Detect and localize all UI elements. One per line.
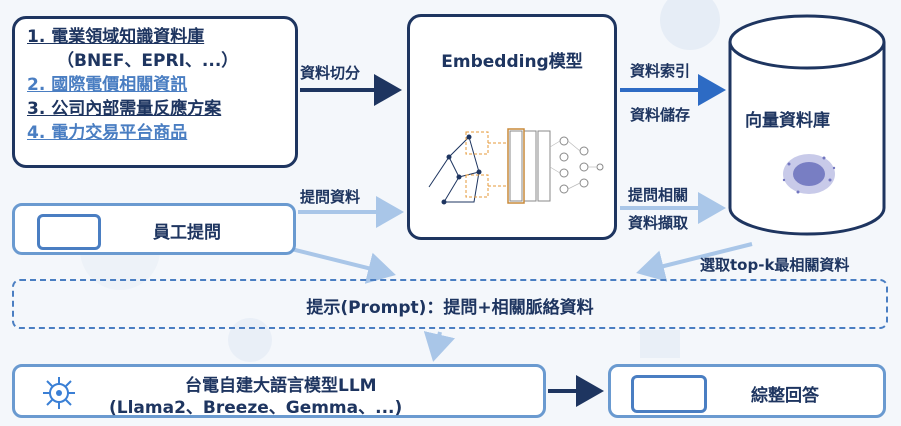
llm-box: 台電自建大語言模型LLM (Llama2、Breeze、Gemma、...) bbox=[12, 364, 546, 418]
answer-box: 綜整回答 bbox=[608, 364, 886, 418]
label-data-index: 資料索引 bbox=[630, 62, 691, 80]
label-topk: 選取top-k最相關資料 bbox=[700, 256, 850, 274]
employee-question-label: 員工提問 bbox=[153, 223, 221, 243]
source-item-1-detail: （BNEF、EPRI、...） bbox=[57, 51, 239, 71]
answer-label: 綜整回答 bbox=[751, 386, 819, 406]
label-retrieve-line1: 提問相關 bbox=[628, 186, 689, 204]
vector-database-title: 向量資料庫 bbox=[745, 111, 830, 131]
embedding-model-box: Embedding模型 bbox=[407, 14, 617, 240]
llm-models: (Llama2、Breeze、Gemma、...) bbox=[109, 398, 403, 418]
data-sources-box: 1. 電業領域知識資料庫 （BNEF、EPRI、...） 2. 國際電價相關資訊… bbox=[12, 16, 298, 168]
chat-bubble-icon bbox=[37, 214, 101, 250]
prompt-box: 提示(Prompt)：提問+相關脈絡資料 bbox=[12, 279, 888, 329]
chat-bubble-icon bbox=[631, 375, 707, 413]
label-retrieve-line2: 資料擷取 bbox=[628, 214, 689, 232]
employee-question-box: 員工提問 bbox=[12, 203, 296, 255]
source-item-1: 1. 電業領域知識資料庫 bbox=[27, 27, 205, 47]
source-item-4: 4. 電力交易平台商品 bbox=[27, 123, 188, 143]
prompt-label: 提示(Prompt)：提問+相關脈絡資料 bbox=[306, 298, 594, 318]
label-data-store: 資料儲存 bbox=[630, 106, 691, 124]
source-item-3: 3. 公司內部需量反應方案 bbox=[27, 99, 222, 119]
neural-network-icon bbox=[428, 128, 604, 205]
llm-title: 台電自建大語言模型LLM bbox=[185, 376, 377, 396]
label-question-data: 提問資料 bbox=[300, 188, 361, 206]
label-data-split: 資料切分 bbox=[300, 64, 361, 82]
brain-chip-icon bbox=[43, 377, 75, 409]
source-item-2: 2. 國際電價相關資訊 bbox=[27, 75, 188, 95]
embedding-model-title: Embedding模型 bbox=[441, 52, 583, 72]
vector-database-cylinder bbox=[728, 14, 886, 236]
